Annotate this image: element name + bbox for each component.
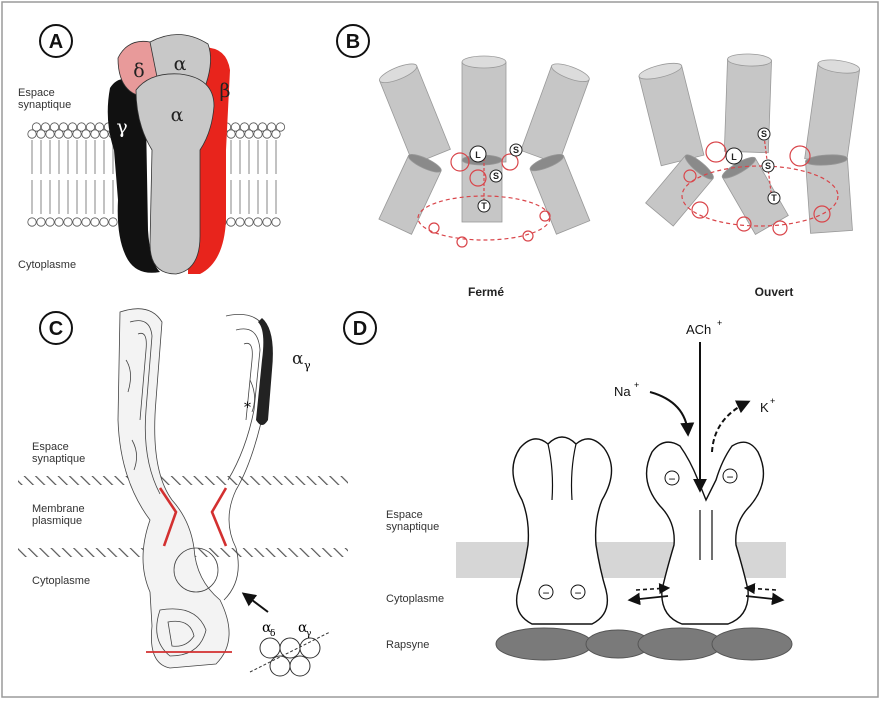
svg-text:S: S	[765, 161, 771, 171]
label-espace-a-1: Espace	[18, 87, 55, 99]
svg-text:B: B	[346, 31, 360, 53]
label-rapsyne: Rapsyne	[386, 639, 429, 651]
label-cytoplasme-a: Cytoplasme	[18, 259, 76, 271]
svg-text:S: S	[761, 129, 767, 139]
svg-text:T: T	[771, 193, 777, 203]
label-ferme: Fermé	[468, 285, 504, 299]
svg-text:L: L	[475, 150, 481, 160]
svg-text:γ: γ	[304, 359, 311, 372]
label-espace-a-2: synaptique	[18, 99, 71, 111]
label-ach: ACh	[686, 322, 711, 337]
svg-text:S: S	[513, 145, 519, 155]
svg-text:−: −	[574, 586, 581, 600]
svg-text:T: T	[481, 201, 487, 211]
panel-c-badge: C	[40, 312, 72, 344]
label-membrane-c-1: Membrane	[32, 503, 85, 515]
svg-text:−: −	[726, 470, 733, 484]
membrane-hatch-top	[18, 476, 348, 485]
label-membrane-c-2: plasmique	[32, 515, 82, 527]
star-mark: *	[244, 400, 251, 416]
svg-text:+: +	[717, 318, 722, 328]
label-cytoplasme-d: Cytoplasme	[386, 593, 444, 605]
panel-a-badge: A	[40, 25, 72, 57]
label-k: K	[760, 400, 769, 415]
panel-b-badge: B	[337, 25, 369, 57]
svg-text:γ: γ	[116, 116, 127, 138]
svg-text:D: D	[353, 318, 367, 340]
svg-text:+: +	[634, 380, 639, 390]
svg-text:δ: δ	[133, 60, 144, 82]
label-espace-c-1: Espace	[32, 441, 69, 453]
svg-text:α: α	[171, 104, 184, 126]
svg-text:+: +	[770, 396, 775, 406]
svg-text:δ: δ	[270, 629, 275, 639]
label-alpha-gamma: α	[292, 349, 304, 369]
label-ouvert: Ouvert	[755, 285, 794, 299]
label-espace-c-2: synaptique	[32, 453, 85, 465]
svg-text:α: α	[174, 53, 187, 75]
svg-text:C: C	[49, 318, 63, 340]
svg-text:A: A	[49, 31, 63, 53]
label-na: Na	[614, 384, 631, 399]
label-cytoplasme-c: Cytoplasme	[32, 575, 90, 587]
svg-text:γ: γ	[306, 629, 311, 639]
label-espace-d-2: synaptique	[386, 521, 439, 533]
panel-d-badge: D	[344, 312, 376, 344]
svg-text:β: β	[220, 80, 231, 102]
svg-text:S: S	[493, 171, 499, 181]
svg-text:−: −	[668, 472, 675, 486]
label-espace-d-1: Espace	[386, 509, 423, 521]
svg-text:−: −	[542, 586, 549, 600]
svg-text:L: L	[731, 152, 737, 162]
